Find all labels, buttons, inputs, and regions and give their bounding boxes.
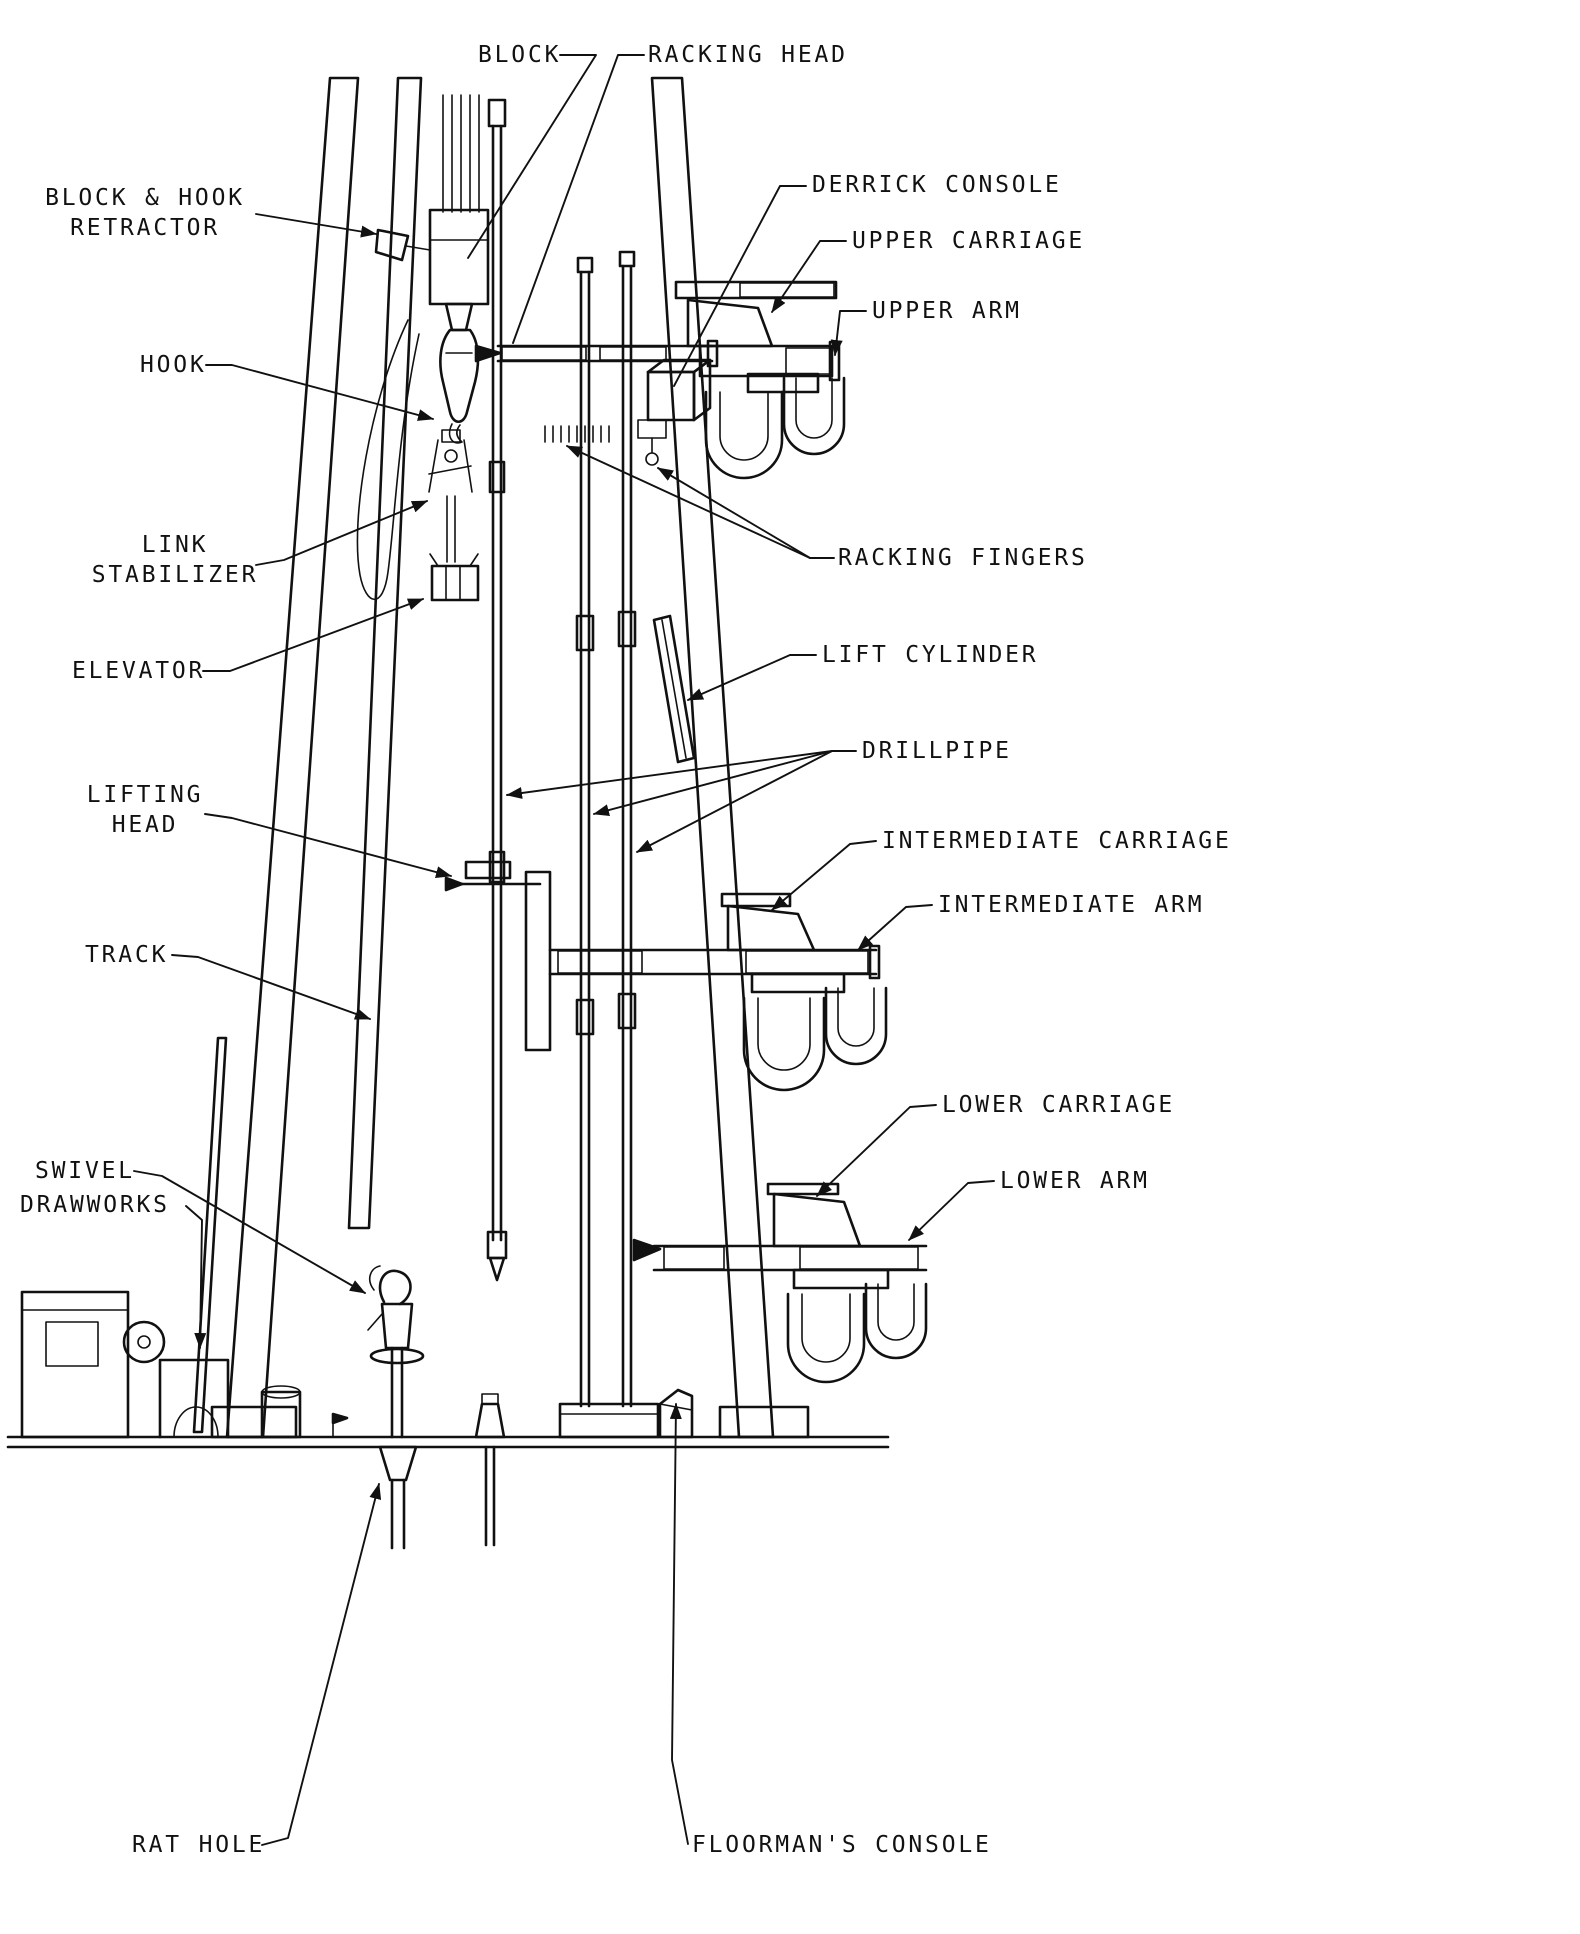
label-block-hook-retractor-2: RETRACTOR <box>70 215 220 241</box>
rat-hole-shape <box>378 1445 418 1550</box>
label-lifting-head-1: LIFTING <box>87 782 204 808</box>
leader-lower-carriage <box>816 1104 937 1197</box>
label-block-hook-retractor-1: BLOCK & HOOK <box>45 185 245 211</box>
leader-drillpipe-2 <box>593 750 833 816</box>
derrick-console-box <box>646 358 712 422</box>
label-intermediate-arm: INTERMEDIATE ARM <box>938 892 1204 918</box>
block-hook-assembly <box>356 94 490 602</box>
label-racking-fingers: RACKING FINGERS <box>838 545 1088 571</box>
label-drawworks: DRAWWORKS <box>20 1192 170 1218</box>
drawworks-assembly <box>20 1036 230 1439</box>
label-upper-arm: UPPER ARM <box>872 298 1022 324</box>
label-lifting-head-2: HEAD <box>112 812 179 838</box>
lower-carriage-assembly <box>632 1182 928 1384</box>
leader-derrick-console <box>673 185 807 387</box>
lift-cylinder-shape <box>652 614 696 764</box>
intermediate-claw-1 <box>742 996 826 1092</box>
label-derrick-console: DERRICK CONSOLE <box>812 172 1062 198</box>
label-track: TRACK <box>85 942 168 968</box>
leader-lower-arm <box>908 1180 995 1241</box>
labels: BLOCK RACKING HEAD BLOCK & HOOK RETRACTO… <box>20 42 1232 1858</box>
label-link-stabilizer-1: LINK <box>142 532 209 558</box>
racking-fingers-assembly <box>544 419 667 466</box>
leader-upper-arm <box>830 310 867 356</box>
drillpipe-a-cap <box>576 256 594 274</box>
leader-link-stabilizer <box>255 500 428 566</box>
label-floormans-console: FLOORMAN'S CONSOLE <box>692 1832 992 1858</box>
doghouse <box>158 1358 230 1439</box>
elevator-body <box>430 564 480 602</box>
lifting-head-block <box>464 860 512 880</box>
leader-drillpipe-3 <box>636 750 833 853</box>
label-intermediate-carriage: INTERMEDIATE CARRIAGE <box>882 828 1232 854</box>
leader-intermediate-arm <box>857 904 933 951</box>
label-link-stabilizer-2: STABILIZER <box>92 562 258 588</box>
drawworks-box <box>20 1290 130 1439</box>
leader-floormans-console <box>669 1403 689 1845</box>
leader-swivel <box>133 1170 366 1294</box>
leaning-pipe <box>192 1036 228 1434</box>
label-lower-arm: LOWER ARM <box>1000 1168 1150 1194</box>
upper-carriage-assembly <box>674 280 846 480</box>
intermediate-carriage-assembly <box>444 860 888 1092</box>
block-hook-retractor-bracket <box>374 228 410 262</box>
label-racking-head: RACKING HEAD <box>648 42 848 68</box>
leader-block-hook-retractor <box>255 213 377 238</box>
label-lift-cylinder: LIFT CYLINDER <box>822 642 1038 668</box>
label-hook: HOOK <box>140 352 207 378</box>
intermediate-claw-2 <box>824 986 888 1066</box>
mousehole-stand <box>474 1402 506 1439</box>
leader-lift-cylinder <box>687 654 817 701</box>
leader-intermediate-carriage <box>771 840 877 911</box>
label-swivel: SWIVEL <box>35 1158 135 1184</box>
leader-racking-fingers-2 <box>657 467 811 559</box>
label-block: BLOCK <box>478 42 561 68</box>
upper-claw-2 <box>782 376 846 456</box>
lower-claw-2 <box>864 1282 928 1360</box>
swivel-body <box>380 1302 414 1350</box>
kelly-flange <box>369 1347 425 1365</box>
label-lower-carriage: LOWER CARRIAGE <box>942 1092 1175 1118</box>
leader-elevator <box>202 598 424 672</box>
leader-lines <box>133 54 995 1846</box>
drillpipe-b-cap <box>618 250 636 268</box>
link-stabilizer-body <box>441 429 461 443</box>
track-member <box>347 76 423 1230</box>
swivel-kelly <box>367 1265 425 1439</box>
leader-hook <box>205 364 434 421</box>
leader-rat-hole <box>261 1483 382 1846</box>
center-pipe-cap <box>487 98 507 128</box>
leader-racking-head <box>512 54 645 344</box>
hanging-cable-loop <box>356 319 420 601</box>
leader-block <box>467 54 597 259</box>
floor-bucket <box>260 1390 302 1439</box>
upper-claw-1 <box>704 390 784 480</box>
leader-drawworks <box>185 1205 207 1349</box>
head-plate <box>524 870 552 1052</box>
floor-flag <box>331 1412 349 1425</box>
leader-track <box>171 954 371 1020</box>
label-elevator: ELEVATOR <box>72 658 205 684</box>
floormans-console-box <box>658 1388 694 1439</box>
leader-lifting-head <box>204 813 452 878</box>
setback-box <box>558 1402 660 1439</box>
leader-upper-carriage <box>771 240 847 313</box>
drawworks-drum <box>122 1320 166 1364</box>
label-upper-carriage: UPPER CARRIAGE <box>852 228 1085 254</box>
lower-claw-1 <box>786 1292 866 1384</box>
pipes <box>474 98 660 1547</box>
label-drillpipe: DRILLPIPE <box>862 738 1012 764</box>
swivel-bail <box>378 1269 412 1306</box>
label-rat-hole: RAT HOLE <box>132 1832 265 1858</box>
